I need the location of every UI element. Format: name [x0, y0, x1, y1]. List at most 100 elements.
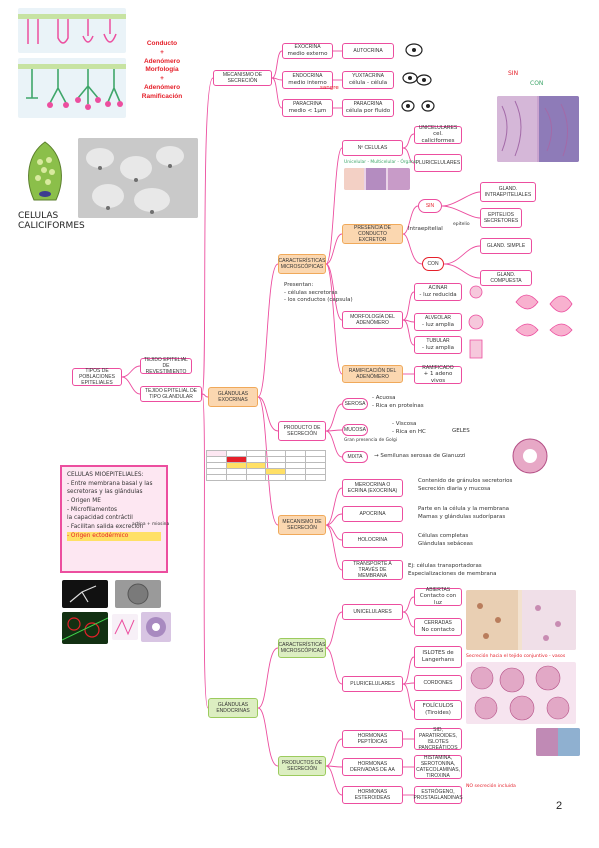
sin-node-label: SIN: [425, 202, 435, 209]
node-pluricelulares-endo: PLURICELULARES: [342, 676, 403, 692]
histology-texture: [497, 96, 579, 162]
foliculos-label: FOLÍCULOS (Tiroides): [422, 703, 454, 716]
exo-thumb-texture: [344, 168, 410, 190]
node-mixta: MIXTA: [342, 451, 368, 463]
holocrina-note: Células completas: [418, 533, 469, 539]
node-revestimiento: TEJIDO EPITELIAL DE REVESTIMIENTO: [140, 357, 192, 375]
paracrina-left-note: medio < 1μm: [288, 107, 327, 114]
table-cell: [206, 474, 227, 481]
transporte-note: Especializaciones de membrana: [408, 571, 497, 578]
serosa-note: - Acuosa: [372, 395, 396, 401]
mixta-label: MIXTA: [347, 453, 363, 460]
panel-line: - Origen ME: [67, 498, 101, 505]
serosa-notes: - Acuosa - Rica en proteínas: [372, 394, 424, 411]
page-number: 2: [556, 800, 563, 812]
h-pept-desc-label: SID, PARATIROIDES, ISLOTES PANCREÁTICOS: [418, 726, 458, 752]
table-cell: [285, 474, 307, 481]
node-merocrina: MEROCRINA O ECRINA (EXOCRINA): [342, 479, 403, 497]
geles-note: GELES: [452, 428, 470, 434]
node-endo-productos: PRODUCTOS DE SECRECIÓN: [278, 756, 326, 776]
gl-compuesta-label: GLAND. COMPUESTA: [490, 271, 522, 284]
node-holocrina: HOLOCRINA: [342, 532, 403, 548]
sin-epitelio-note: epitelio: [453, 222, 470, 227]
h-amino-desc-label: HISTAMINA, SEROTONINA, CATECOLAMINAS, TI…: [416, 754, 460, 780]
node-h-amino-desc: HISTAMINA, SEROTONINA, CATECOLAMINAS, TI…: [414, 755, 462, 779]
endocrina-sangre-note: sangre: [320, 85, 339, 91]
node-exo-caract-microscopicas: CARACTERÍSTICAS MICROSCÓPICAS: [278, 254, 326, 274]
root-node: TIPOS DE POBLACIONES EPITELIALES: [72, 368, 122, 386]
exo-productos-label: PRODUCTO DE SECRECIÓN: [283, 424, 321, 437]
panel-line-highlight: - Origen ectodérmico: [67, 531, 161, 541]
panel-title: CELULAS MIOEPITELIALES:: [67, 472, 144, 478]
ramificado-note: + 1 adeno vivos: [423, 371, 453, 385]
root-label: TIPOS DE POBLACIONES EPITELIALES: [79, 367, 115, 387]
endocrina-note: medio interno: [288, 79, 327, 86]
note-line: +: [160, 75, 164, 83]
pink-diagram-svg: [114, 618, 135, 636]
top-red-note: Conducto + Adenómero Morfología + Adenóm…: [132, 40, 192, 101]
caract-note: - los conductos (capsula): [284, 297, 353, 304]
micrograph-acini: [141, 612, 171, 642]
node-mecanismo-secrecion: MECANISMO DE SECRECIÓN: [213, 70, 272, 86]
node-serosa: SEROSA: [342, 398, 368, 410]
micrograph-texture: [78, 138, 198, 218]
note-line: Ramificación: [141, 92, 183, 100]
table-row: [206, 462, 326, 469]
apocrina-label: APOCRINA: [359, 510, 386, 517]
node-ramificacion: RAMIFICACIÓN DEL ADENÓMERO: [342, 365, 403, 383]
morfologia-label: MORFOLOGÍA DEL ADENÓMERO: [350, 313, 395, 326]
yuxtacrina-note: célula - célula: [348, 79, 388, 86]
micrograph-gray-svg: [127, 583, 149, 605]
note-line: +: [160, 48, 164, 56]
node-glandulas-exocrinas: GLÁNDULAS EXOCRINAS: [208, 387, 258, 407]
transporte-note: Ej: células transportadoras: [408, 563, 482, 569]
gland-diagram-compound-svg: [18, 64, 126, 110]
micrograph-gray: [115, 580, 161, 608]
table-cell: [305, 474, 326, 481]
node-foliculos: FOLÍCULOS (Tiroides): [414, 700, 462, 720]
node-ramificado: RAMIFICADO+ 1 adeno vivos: [414, 365, 462, 385]
note-line: Conducto: [146, 40, 178, 47]
merocrina-note: Contenido de gránulos secretorios: [418, 478, 513, 484]
node-endo-caract-microscopicas: CARACTERÍSTICAS MICROSCÓPICAS: [278, 638, 326, 658]
mucosa-subnote: Gran presencia de Golgi: [344, 438, 397, 443]
alveolar-note: - luz amplia: [421, 321, 455, 328]
paracrina-left-label: PARACRINA: [293, 101, 322, 108]
unicel-exo-label: UNICELULARES: [418, 125, 458, 131]
table-cell: [265, 474, 287, 481]
node-con: CON: [422, 257, 444, 271]
con-node-label: CON: [427, 260, 439, 267]
node-sin: SIN: [418, 199, 442, 213]
apocrina-note: Parte en la célula y la membrana: [418, 506, 510, 512]
caract-note: - células secretoras: [284, 289, 338, 296]
serosa-note: - Rica en proteínas: [372, 403, 424, 410]
pluricel-endo-label: PLURICELULARES: [350, 680, 395, 687]
gland-diagram-simple-svg: [18, 14, 126, 44]
mucosa-note: - Viscosa: [392, 421, 417, 427]
note-line: Adenómero: [143, 83, 181, 91]
no-secrecion-note: NO secreción incluida: [466, 784, 516, 789]
caract-notes: Presentan: - células secretoras - los co…: [284, 282, 353, 305]
adenomero-shapes: [468, 285, 573, 359]
mecanismo-label: MECANISMO DE SECRECIÓN: [222, 71, 263, 84]
goblet-cell-svg: [28, 141, 62, 201]
islotes-label: ISLOTES de Langerhans: [421, 650, 455, 663]
pancreas-title: Secreción hacia el tejido conjuntivo - v…: [466, 654, 566, 659]
mucosa-note: - Rica en HC: [392, 429, 426, 436]
acinar-label: ACINAR: [428, 285, 448, 292]
gland-diagram-simple: [18, 8, 126, 53]
table-cell: [225, 474, 247, 481]
yuxtacrina-label: YUXTACRINA: [352, 73, 384, 80]
micrograph-black: [62, 580, 108, 608]
node-acinar: ACINAR- luz reducida: [414, 283, 462, 301]
node-gl-intraepiteliales: GLAND. INTRAEPITELIALES: [480, 182, 536, 202]
ramif-label: RAMIFICACIÓN DEL ADENÓMERO: [348, 367, 397, 380]
node-exo-mecanismo: MECANISMO DE SECRECIÓN: [278, 515, 326, 535]
presencia-label: PRESENCIA DE CONDUCTO EXCRETOR: [354, 224, 391, 244]
h-est-desc-label: ESTRÓGENO, PROSTAGLANDINAS: [413, 788, 463, 801]
celulas-caliciformes-caption: CELULAS CALICIFORMES: [18, 211, 85, 231]
